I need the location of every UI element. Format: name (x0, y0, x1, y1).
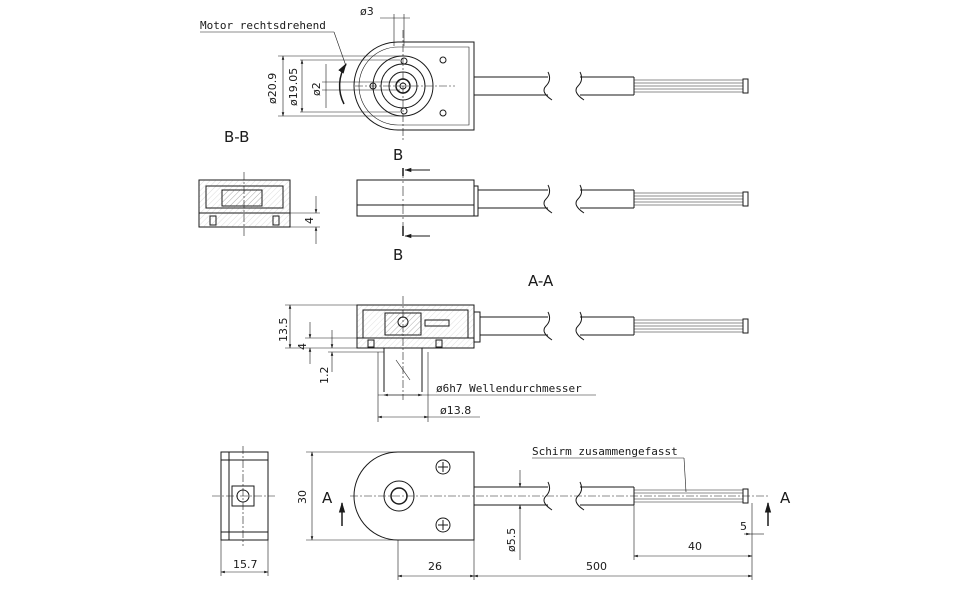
dim-bb-4: 4 (303, 217, 316, 224)
end-view (212, 446, 275, 576)
side-view (356, 167, 749, 239)
dim-aa-4: 4 (296, 343, 309, 350)
shaft-note-label: ø6h7 Wellendurchmesser (436, 382, 582, 395)
dim-157: 15.7 (233, 558, 258, 571)
dim-5: 5 (740, 520, 747, 533)
section-bb-label: B-B (224, 128, 249, 146)
top-view (200, 30, 749, 140)
dim-d3: ø3 (360, 5, 374, 18)
shield-label: Schirm zusammengefasst (532, 445, 678, 458)
dim-30: 30 (296, 490, 309, 504)
dim-d1905: ø19.05 (287, 68, 300, 106)
section-bb-view (198, 172, 320, 244)
cut-b-top-label: B (393, 146, 403, 164)
section-aa-view (285, 296, 749, 422)
dim-aa-12: 1.2 (318, 367, 331, 385)
dim-500: 500 (586, 560, 607, 573)
dim-d55: ø5.5 (505, 528, 518, 552)
dim-aa-135: 13.5 (277, 318, 290, 343)
dim-d138: ø13.8 (440, 404, 471, 417)
cut-a-left-label: A (322, 489, 333, 507)
dim-d2: ø2 (310, 82, 323, 96)
top-view-dimensions (278, 14, 410, 117)
cut-a-right-label: A (780, 489, 791, 507)
dim-40: 40 (688, 540, 702, 553)
bottom-view (306, 451, 772, 580)
motor-label: Motor rechtsdrehend (200, 19, 326, 32)
cut-b-bottom-label: B (393, 246, 403, 264)
dim-26: 26 (428, 560, 442, 573)
dim-d209: ø20.9 (266, 73, 279, 104)
section-aa-label: A-A (528, 272, 554, 290)
